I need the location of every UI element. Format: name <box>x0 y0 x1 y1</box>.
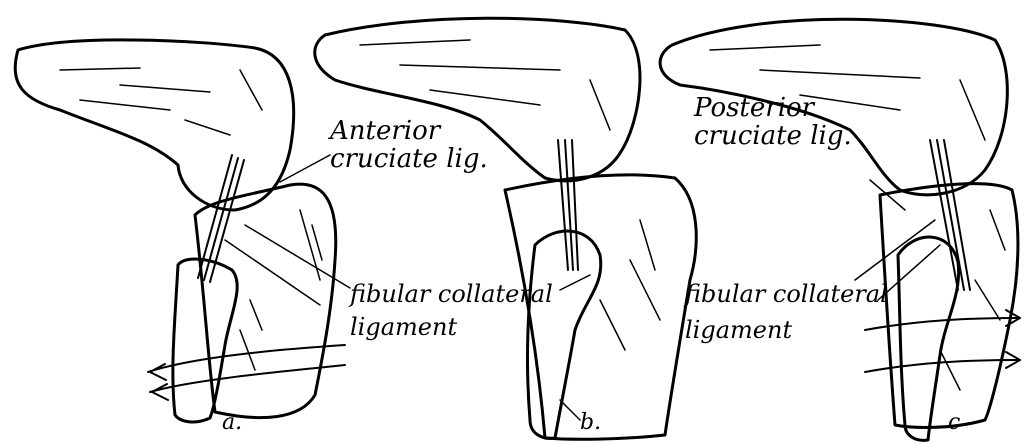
fibular-collateral-label-left: fibular collateral <box>350 282 553 306</box>
panel-label-a: a. <box>222 412 242 434</box>
anterior-cruciate-title: Anterior <box>330 118 440 144</box>
panel-label-b: b. <box>580 412 601 434</box>
anterior-cruciate-sub: cruciate lig. <box>330 146 488 172</box>
panel-label-c: c <box>948 412 960 434</box>
ligament-label-right: ligament <box>685 318 792 342</box>
posterior-cruciate-title: Posterior <box>694 95 814 121</box>
panel-c-drawing <box>660 19 1020 440</box>
panel-b-fibula <box>528 231 601 438</box>
fibular-collateral-label-right: fibular collateral <box>685 282 888 306</box>
panel-a-drawing <box>15 40 350 422</box>
posterior-cruciate-sub: cruciate lig. <box>694 123 852 149</box>
panel-c-posterior-cruciate <box>930 140 970 290</box>
panel-a-fibula <box>173 259 237 422</box>
panel-a-femur <box>15 40 294 210</box>
ligament-label-left: ligament <box>350 315 457 339</box>
panel-b-drawing <box>315 18 696 439</box>
